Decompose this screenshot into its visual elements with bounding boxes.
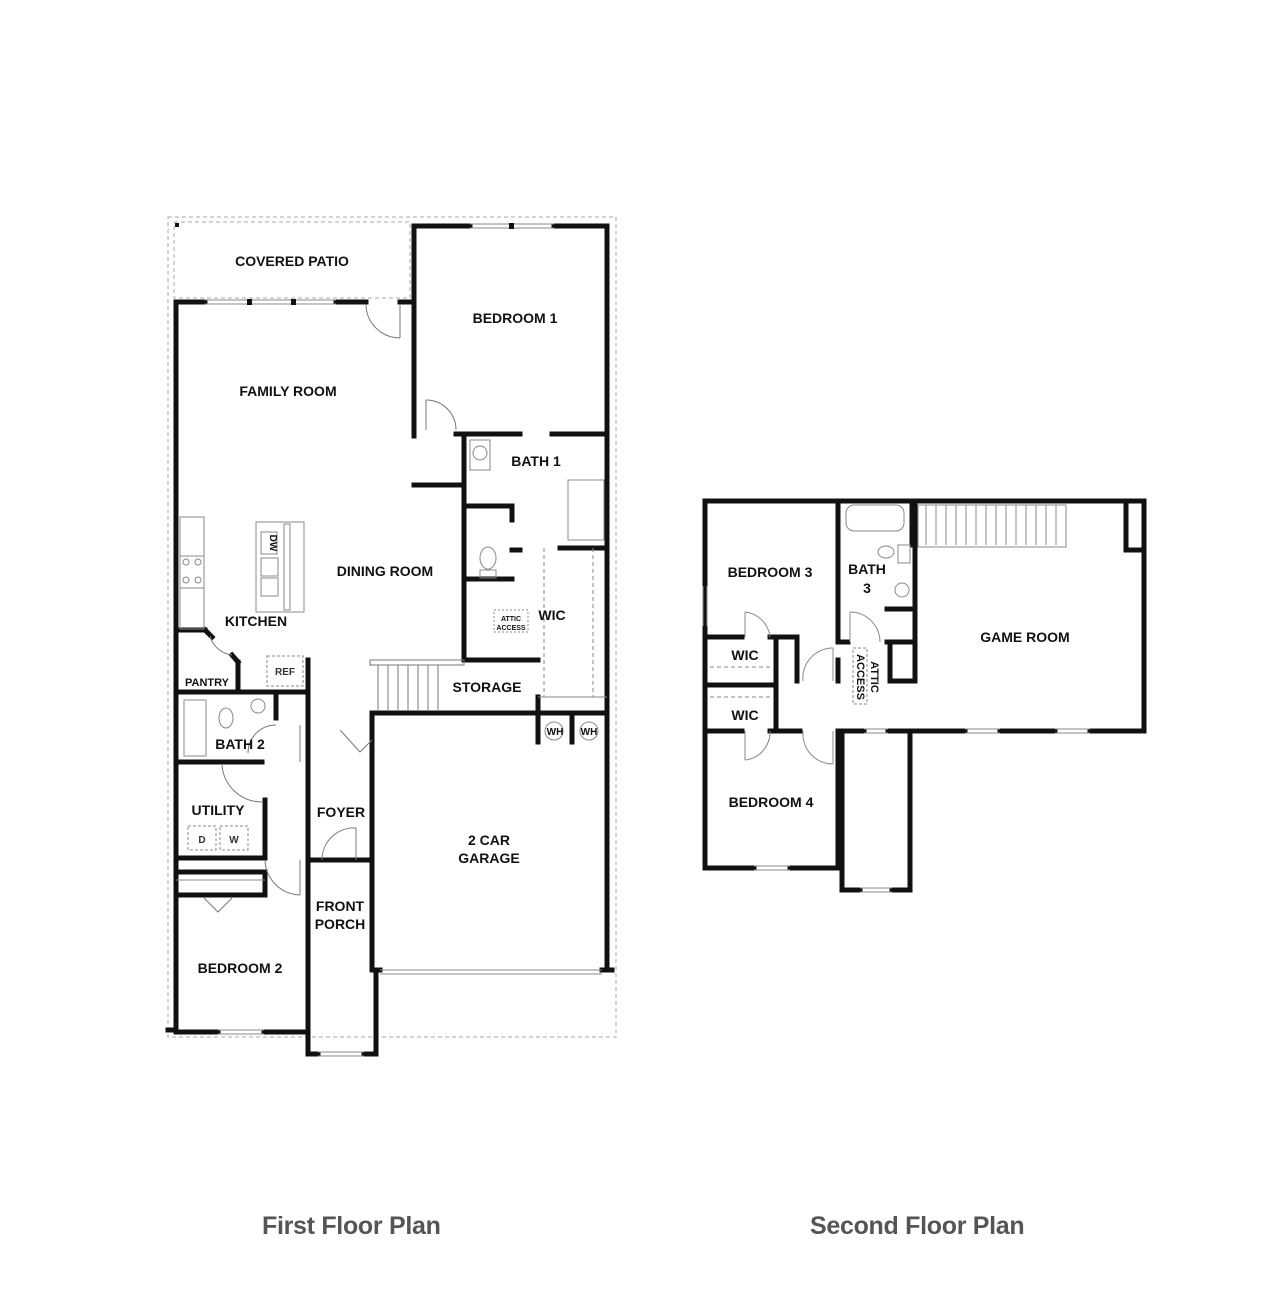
label-wic-1: WIC xyxy=(731,647,758,663)
label-washer: W xyxy=(229,835,239,846)
label-utility: UTILITY xyxy=(192,802,246,818)
first-floor-plan: COVERED PATIO BEDROOM 1 FAMILY ROOM BATH… xyxy=(165,216,617,1057)
label-wh-2: WH xyxy=(581,727,598,738)
label-wic: WIC xyxy=(538,607,565,623)
label-foyer: FOYER xyxy=(317,804,365,820)
label-attic-access-2: ACCESS xyxy=(496,625,526,632)
label-garage-1: 2 CAR xyxy=(468,832,510,848)
label-dining-room: DINING ROOM xyxy=(337,563,433,579)
label-bath-3: BATH xyxy=(848,561,886,577)
label-covered-patio: COVERED PATIO xyxy=(235,253,349,269)
label-front-porch-1: FRONT xyxy=(316,898,365,914)
label-family-room: FAMILY ROOM xyxy=(239,383,336,399)
label-storage: STORAGE xyxy=(453,679,522,695)
label-bath-3-number: 3 xyxy=(863,580,871,596)
label-bedroom-1: BEDROOM 1 xyxy=(473,310,558,326)
label-dryer: D xyxy=(198,835,205,846)
label-attic-access-1: ATTIC xyxy=(501,616,521,623)
first-floor-caption: First Floor Plan xyxy=(262,1212,441,1240)
label-game-room: GAME ROOM xyxy=(980,629,1069,645)
label-attic-access-top: ATTIC xyxy=(868,661,880,693)
second-floor-caption: Second Floor Plan xyxy=(810,1212,1025,1240)
label-garage-2: GARAGE xyxy=(458,850,519,866)
second-floor-plan: BEDROOM 3 BATH 3 GAME ROOM WIC ATTIC ACC… xyxy=(702,498,1147,893)
label-bath-2: BATH 2 xyxy=(215,736,265,752)
label-bedroom-3: BEDROOM 3 xyxy=(728,564,813,580)
label-front-porch-2: PORCH xyxy=(315,916,366,932)
label-dw: DW xyxy=(267,535,278,552)
label-wh-1: WH xyxy=(547,727,564,738)
label-wic-2: WIC xyxy=(731,707,758,723)
label-kitchen: KITCHEN xyxy=(225,613,287,629)
label-bedroom-2: BEDROOM 2 xyxy=(198,960,283,976)
label-bath-1: BATH 1 xyxy=(511,453,561,469)
label-bedroom-4: BEDROOM 4 xyxy=(729,794,814,810)
label-pantry: PANTRY xyxy=(185,677,230,689)
label-attic-access-bottom: ACCESS xyxy=(854,654,866,700)
label-ref: REF xyxy=(275,667,295,678)
